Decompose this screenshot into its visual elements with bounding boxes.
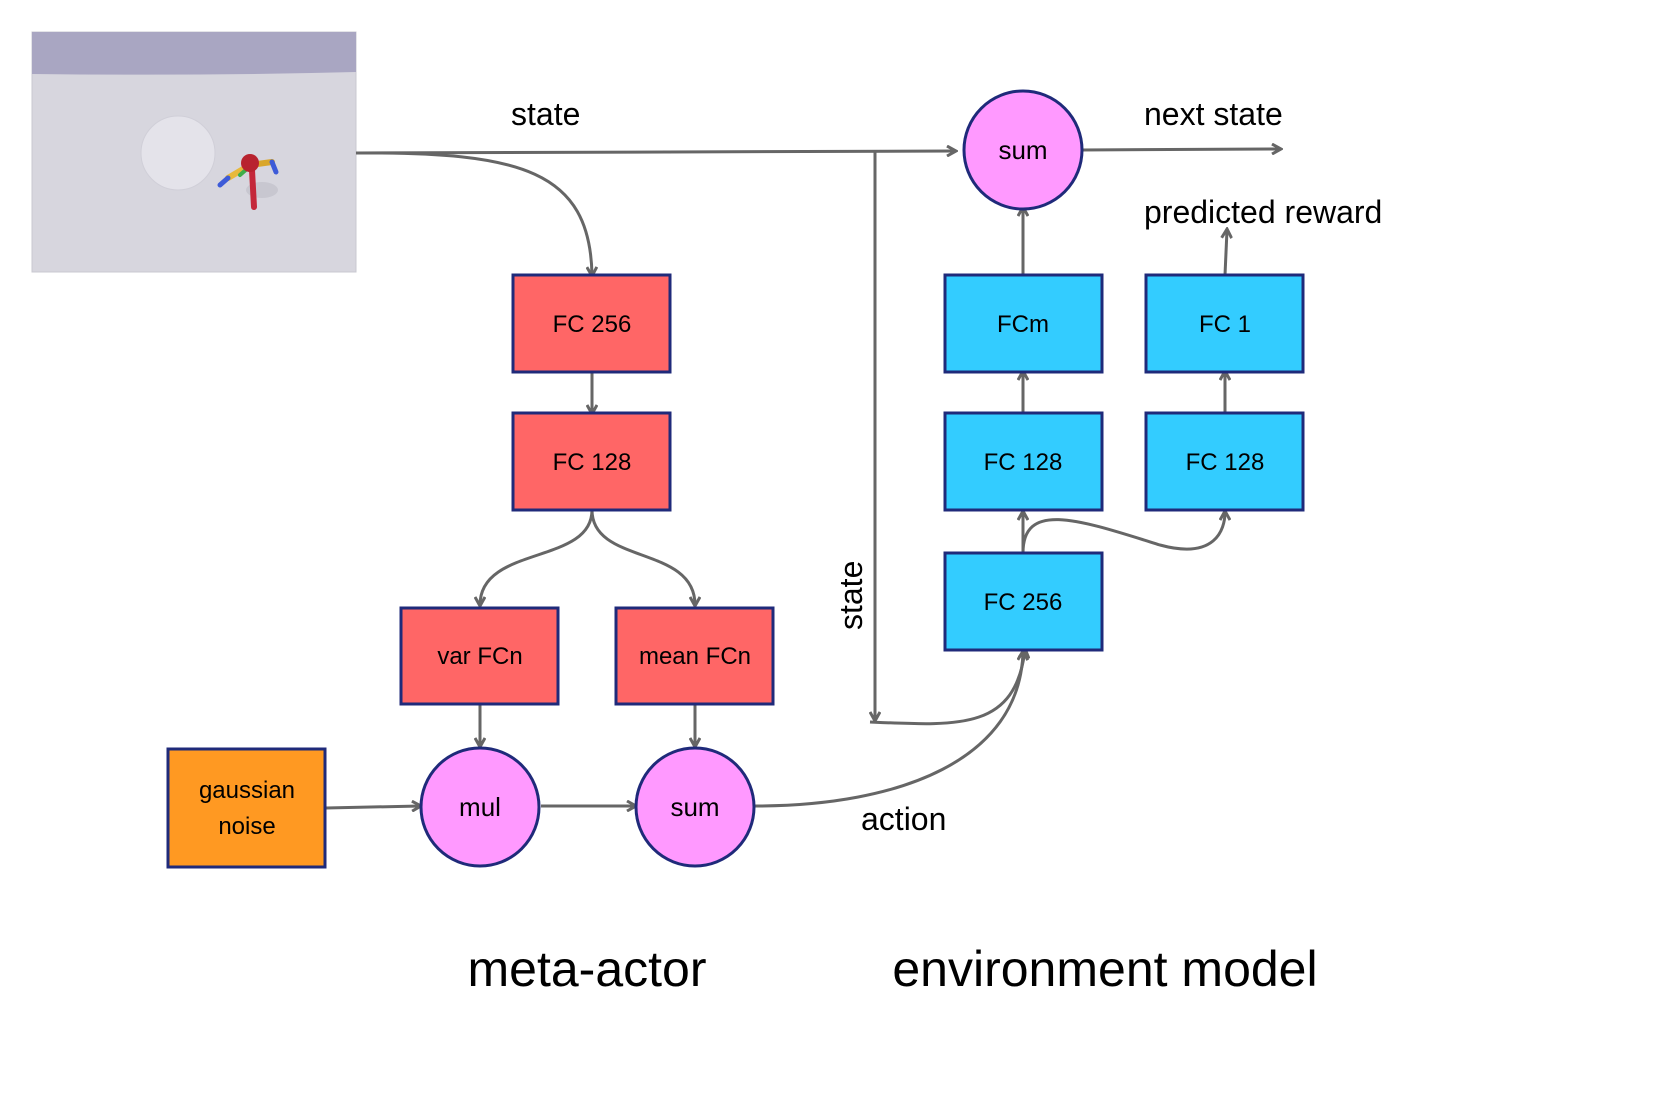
node-fc1: FC 1	[1144, 273, 1305, 374]
label-next-state: next state	[1144, 96, 1283, 132]
edge-state-to-actor-fc256	[355, 151, 592, 275]
node-fcm: FCm	[943, 273, 1104, 374]
edge-sum-to-next-state	[1079, 149, 1280, 150]
node-actor-sum-label: sum	[670, 792, 719, 822]
edge-actor-fc128-to-var	[480, 509, 594, 605]
node-model-fc128-left-label: FC 128	[984, 449, 1063, 476]
node-model-fc256: FC 256	[943, 551, 1104, 652]
edge-actor-fc128-to-mean	[590, 509, 695, 605]
label-state-top: state	[511, 96, 580, 132]
label-predicted-reward: predicted reward	[1144, 194, 1382, 230]
node-actor-fc256-label: FC 256	[553, 311, 632, 338]
node-model-fc128-right: FC 128	[1144, 411, 1305, 512]
node-model-fc128-right-label: FC 128	[1186, 449, 1265, 476]
node-actor-fc128: FC 128	[511, 411, 672, 512]
ant-robot-icon	[217, 154, 279, 210]
edge-noise-to-mul	[325, 806, 420, 808]
section-title-environment-model: environment model	[892, 941, 1317, 997]
edge-fc1-to-predicted-reward	[1225, 230, 1227, 276]
environment-render-image	[31, 31, 357, 273]
section-title-meta-actor: meta-actor	[468, 941, 707, 997]
node-model-fc256-label: FC 256	[984, 589, 1063, 616]
node-mean-fcn-label: mean FCn	[639, 643, 751, 670]
edge-action-to-model-fc256	[754, 652, 1023, 808]
node-actor-fc128-label: FC 128	[553, 449, 632, 476]
node-gaussian-noise: gaussian noise	[166, 747, 327, 869]
node-var-fcn: var FCn	[399, 606, 560, 706]
node-actor-fc256: FC 256	[511, 273, 672, 374]
node-mul-label: mul	[459, 792, 501, 822]
edge-state-to-model-fc256	[869, 650, 1025, 726]
node-gaussian-noise-line1: gaussian	[199, 777, 295, 804]
node-model-sum: sum	[962, 89, 1084, 211]
node-var-fcn-label: var FCn	[437, 643, 522, 670]
edge-state-to-sum	[355, 151, 955, 153]
edges	[325, 149, 1280, 808]
node-mul: mul	[419, 746, 541, 868]
node-gaussian-noise-line2: noise	[218, 813, 275, 840]
edge-model-fc256-to-fc128-right	[1021, 512, 1225, 554]
node-mean-fcn: mean FCn	[614, 606, 775, 706]
node-fc1-label: FC 1	[1199, 311, 1251, 338]
node-fcm-label: FCm	[997, 311, 1049, 338]
node-model-sum-label: sum	[998, 135, 1047, 165]
label-state-vertical: state	[833, 561, 869, 630]
node-model-fc128-left: FC 128	[943, 411, 1104, 512]
label-action: action	[861, 801, 946, 837]
node-actor-sum: sum	[634, 746, 756, 868]
